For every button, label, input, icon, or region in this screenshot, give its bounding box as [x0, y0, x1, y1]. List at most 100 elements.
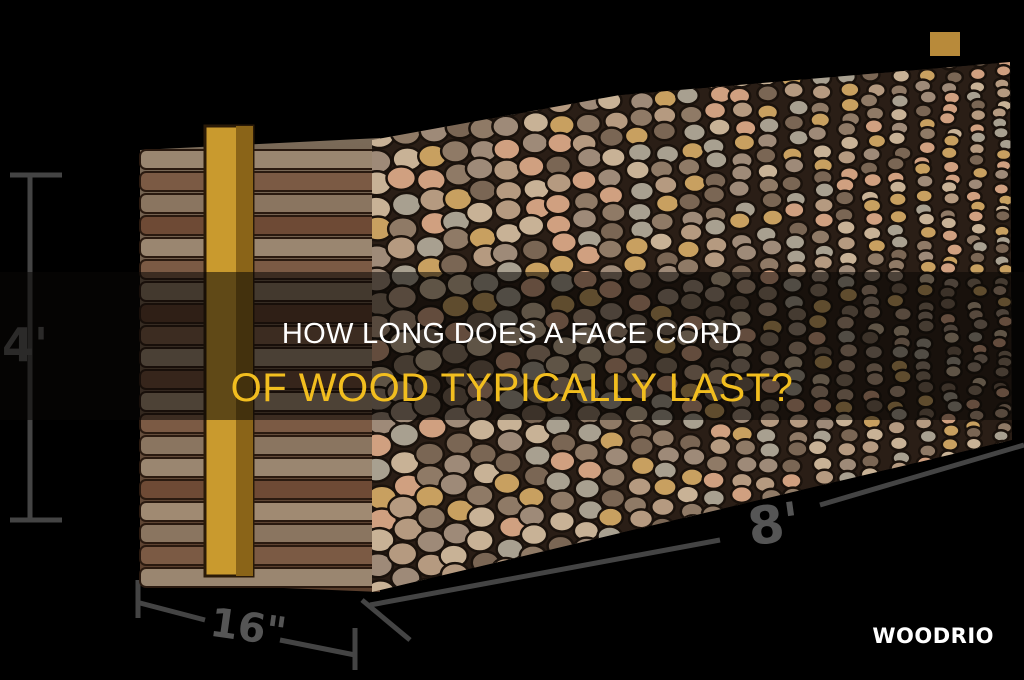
log-end: [890, 500, 911, 517]
log-end: [732, 62, 757, 72]
log-end: [995, 563, 1012, 578]
log-end: [939, 575, 959, 591]
log-end: [544, 69, 573, 93]
log-end: [596, 582, 624, 592]
log-end: [942, 190, 962, 206]
log-end: [628, 180, 656, 202]
log-end: [603, 445, 631, 468]
log-end: [470, 62, 501, 76]
log-end: [915, 455, 936, 471]
log-end: [940, 436, 960, 452]
log-end: [812, 196, 835, 215]
log-end: [466, 504, 497, 530]
log-end: [782, 113, 806, 132]
log-end: [969, 561, 988, 576]
log-end: [864, 502, 886, 519]
log-end: [595, 89, 623, 112]
log-end: [756, 456, 780, 475]
log-end: [372, 552, 395, 579]
log-end: [996, 555, 1012, 570]
log-end: [734, 568, 759, 588]
log-end: [597, 506, 624, 529]
log-end: [783, 233, 807, 252]
log-end: [861, 197, 883, 215]
site-logo[interactable]: WOODRIO: [872, 624, 994, 648]
log-end: [464, 156, 495, 181]
log-end: [785, 62, 809, 71]
log-end: [836, 148, 858, 166]
log-end: [546, 131, 575, 155]
log-end: [994, 63, 1012, 78]
log-end: [650, 564, 677, 586]
log-end: [916, 584, 937, 592]
log-end: [835, 561, 858, 579]
log-end: [652, 174, 679, 196]
log-end: [495, 429, 525, 454]
log-end: [836, 120, 858, 138]
log-end: [544, 469, 573, 493]
log-end: [833, 62, 856, 73]
log-end: [416, 73, 448, 99]
log-end: [889, 460, 910, 477]
log-end: [780, 174, 803, 193]
log-end: [372, 579, 397, 592]
log-end: [912, 550, 933, 567]
log-side: [139, 435, 381, 456]
log-end: [704, 567, 730, 587]
log-side: [139, 171, 381, 192]
log-end: [967, 538, 986, 554]
log-end: [627, 508, 655, 530]
log-end: [705, 62, 730, 76]
log-end: [464, 200, 495, 225]
log-end: [678, 222, 704, 243]
log-end: [787, 128, 811, 147]
log-end: [813, 181, 836, 199]
log-end: [389, 565, 422, 592]
log-end: [680, 514, 706, 535]
log-end: [626, 475, 653, 498]
log-end: [700, 504, 726, 524]
log-end: [914, 188, 934, 204]
log-end: [392, 62, 425, 74]
log-end: [840, 596, 859, 611]
log-end: [649, 211, 676, 233]
log-end: [575, 459, 604, 482]
log-end: [491, 158, 522, 183]
log-end: [519, 522, 549, 547]
log-end: [813, 468, 836, 487]
log-end: [969, 107, 988, 123]
log-end: [914, 524, 935, 541]
log-end: [572, 536, 601, 559]
log-end: [862, 171, 884, 189]
log-end: [675, 239, 702, 260]
log-end: [596, 560, 624, 583]
log-end: [733, 437, 758, 458]
log-end: [442, 62, 473, 78]
log-end: [839, 534, 862, 552]
log-end: [939, 62, 959, 71]
log-end: [913, 517, 934, 533]
log-end: [786, 439, 809, 459]
log-end: [913, 62, 933, 72]
log-end: [464, 483, 495, 508]
log-end: [971, 485, 990, 501]
log-end: [440, 71, 472, 97]
log-end: [755, 566, 779, 586]
log-end: [599, 466, 627, 489]
log-end: [372, 71, 400, 98]
log-end: [886, 419, 907, 436]
log-end: [730, 100, 755, 120]
log-end: [994, 479, 1012, 494]
log-end: [991, 583, 1010, 592]
log-end: [386, 540, 419, 567]
log-end: [865, 250, 887, 268]
log-end: [675, 549, 701, 571]
log-end: [918, 224, 939, 241]
log-end: [865, 543, 887, 560]
log-end: [965, 524, 984, 540]
log-end: [809, 228, 832, 246]
log-end: [418, 118, 450, 144]
log-end: [970, 62, 990, 69]
log-end: [734, 454, 759, 475]
log-end: [438, 472, 470, 497]
